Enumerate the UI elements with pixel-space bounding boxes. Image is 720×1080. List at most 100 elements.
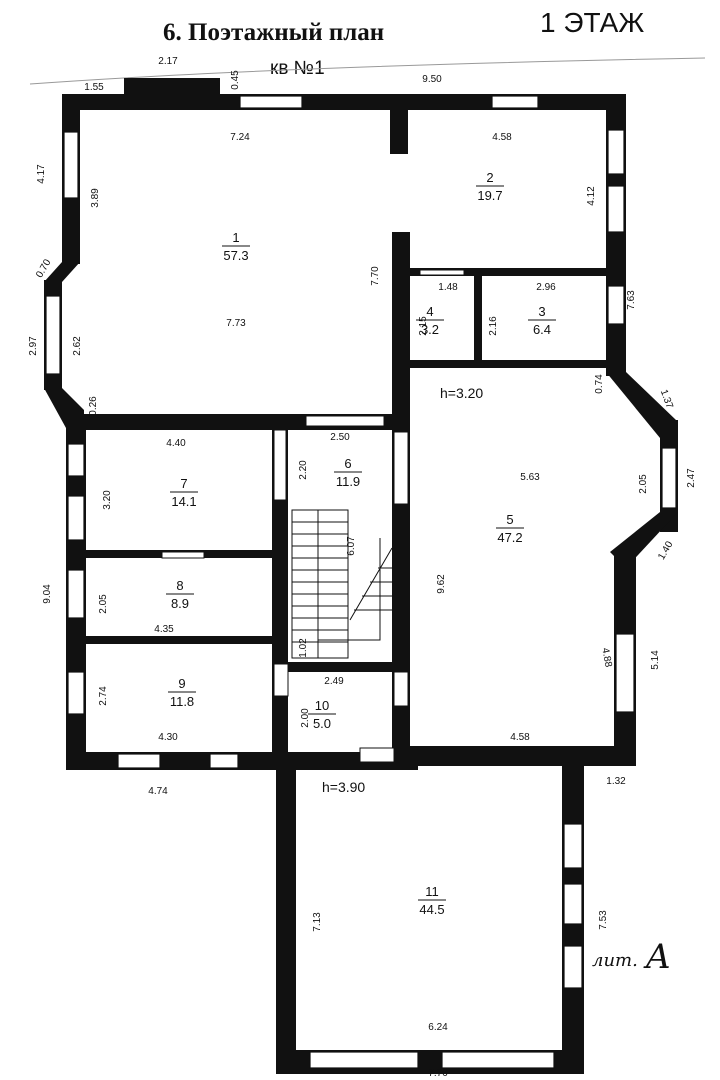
wall-bay-upper: [44, 262, 80, 282]
wall-room3-4-divider: [474, 272, 482, 364]
dimension-label: 9.04: [42, 584, 53, 604]
dimension-label: 0.45: [230, 70, 241, 90]
dimension-label: 2.96: [536, 282, 556, 293]
window-room2-b: [607, 185, 625, 233]
room-area-2: 19.7: [477, 188, 502, 203]
dimension-label: 0.74: [594, 374, 605, 394]
dimension-label: 1.40: [656, 539, 675, 562]
room-area-10: 5.0: [313, 716, 331, 731]
dimension-label: 4.12: [586, 186, 597, 206]
floor-label: 1 ЭТАЖ: [540, 7, 644, 38]
room-number-7: 7: [180, 476, 187, 491]
door-room7-8: [161, 551, 205, 559]
room-area-6: 11.9: [336, 474, 360, 489]
window-room11-c: [563, 945, 583, 989]
dimension-label: 2.05: [638, 474, 649, 494]
window-room1-left: [63, 131, 79, 199]
dimension-label: 1.32: [606, 776, 626, 787]
dimension-label: 4.30: [158, 732, 178, 743]
dimension-label: 0.26: [88, 396, 99, 416]
dimension-label: 6.07: [346, 536, 357, 556]
dimension-label: 9.62: [436, 574, 447, 594]
dimension-label: 2.49: [324, 676, 344, 687]
apartment-label: кв №1: [270, 58, 325, 79]
dimension-label: 2.16: [488, 316, 499, 336]
window-room1-bay: [45, 295, 61, 375]
litera-letter: A: [643, 937, 671, 977]
door-room4: [419, 269, 465, 276]
dimension-label: 5.63: [520, 472, 540, 483]
dimension-label: 3.20: [102, 490, 113, 510]
window-room5-right: [615, 633, 635, 713]
window-room5-bay: [661, 447, 677, 509]
staircase: [291, 509, 393, 659]
room-area-7: 14.1: [171, 494, 196, 509]
room-area-9: 11.8: [170, 694, 194, 709]
room-number-8: 8: [176, 578, 183, 593]
window-room9: [67, 671, 85, 715]
room-area-4: 3.2: [421, 322, 439, 337]
dimension-label: 4.58: [492, 132, 512, 143]
room-area-1: 57.3: [223, 248, 248, 263]
room-number-3: 3: [538, 304, 545, 319]
window-room11-b: [563, 883, 583, 925]
window-room8: [67, 569, 85, 619]
dimension-label: 4.58: [510, 732, 530, 743]
wall-stub-top: [390, 108, 408, 154]
dimension-label: 7.53: [598, 910, 609, 930]
room-area-5: 47.2: [497, 530, 522, 545]
door-room6-5: [393, 431, 409, 505]
dimension-label: 2.47: [686, 468, 697, 488]
wall-room10-top: [284, 662, 400, 672]
room-number-4: 4: [426, 304, 433, 319]
room-area-11: 44.5: [419, 902, 444, 917]
room-area-8: 8.9: [171, 596, 189, 611]
ceiling-height-1: h=3.20: [440, 385, 483, 401]
window-room11-bottom-b: [441, 1051, 555, 1069]
wall-room11-left: [276, 756, 296, 1074]
dimension-label: 2.50: [330, 432, 350, 443]
dimension-label: 7.24: [230, 132, 250, 143]
dimension-label: 4.35: [154, 624, 174, 635]
room-number-6: 6: [344, 456, 351, 471]
window-room7-a: [67, 443, 85, 477]
window-room2-a: [607, 129, 625, 175]
dimension-label: 2.05: [98, 594, 109, 614]
room-area-3: 6.4: [533, 322, 551, 337]
room-number-1: 1: [232, 230, 239, 245]
room-labels: 157.3219.736.443.2547.2611.9714.188.9911…: [166, 170, 556, 917]
dimension-label: 2.62: [72, 336, 83, 356]
dimension-label: 3.89: [90, 188, 101, 208]
wall-rooms34-top: [404, 268, 614, 276]
dimension-label: 2.17: [158, 56, 178, 67]
wall-chimney: [124, 78, 220, 98]
dimension-label: 1.55: [84, 82, 104, 93]
walls: [44, 78, 678, 1074]
room-number-11: 11: [425, 884, 439, 899]
room-number-2: 2: [486, 170, 493, 185]
door-room9-10: [273, 663, 289, 697]
doors: [161, 269, 465, 763]
window-room11-a: [563, 823, 583, 869]
dimension-label: 4.88: [599, 647, 613, 669]
window-top-1: [239, 95, 303, 109]
door-room1-6: [305, 415, 385, 427]
dimension-label: 2.00: [300, 708, 311, 728]
dimension-label: 4.40: [166, 438, 186, 449]
plan-title: 6. Поэтажный план: [163, 19, 384, 46]
dimension-label: 5.14: [650, 650, 661, 670]
dimension-label: 2.97: [28, 336, 39, 356]
dimension-label: 6.24: [428, 1022, 448, 1033]
dimension-label: 4.17: [36, 164, 47, 184]
room-number-10: 10: [315, 698, 329, 713]
dimension-label: 7.76: [428, 1068, 448, 1079]
dimension-label: 4.74: [148, 786, 168, 797]
wall-bottom-room5: [404, 746, 636, 766]
dimension-label: 1.48: [438, 282, 458, 293]
litera-label: лит.: [592, 950, 638, 971]
window-bottom-1: [117, 753, 161, 769]
window-top-2: [491, 95, 539, 109]
windows: [45, 95, 677, 1069]
